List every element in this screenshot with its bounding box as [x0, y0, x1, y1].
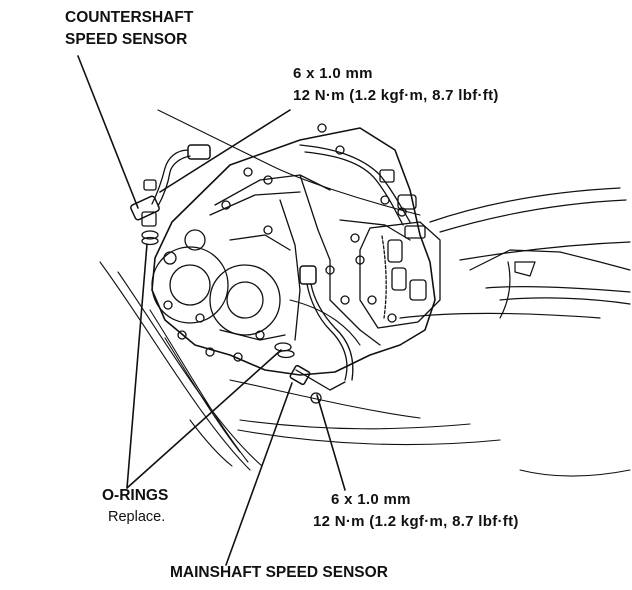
countershaft-label-line2: SPEED SENSOR [65, 31, 188, 48]
valve-body [359, 221, 441, 329]
o-rings-note: Replace. [108, 509, 166, 525]
upper-bolt-torque: 12 N·m (1.2 kgf·m, 8.7 lbf·ft) [293, 87, 499, 104]
leader-o-ring-lower [126, 349, 282, 489]
leader-o-ring-upper [126, 243, 148, 489]
lower-bolt-torque: 12 N·m (1.2 kgf·m, 8.7 lbf·ft) [313, 513, 519, 530]
lower-bolt-size: 6 x 1.0 mm [331, 491, 411, 508]
leader-countershaft [77, 55, 139, 209]
leader-mainshaft [225, 382, 293, 566]
transmission-housing [151, 123, 436, 376]
leader-lines [77, 55, 346, 566]
o-rings-label: O-RINGS [102, 487, 169, 504]
countershaft-label-line1: COUNTERSHAFT [65, 9, 194, 26]
leader-lower-bolt [316, 394, 346, 491]
engine-bay-contours [99, 109, 631, 477]
upper-bolt-size: 6 x 1.0 mm [293, 65, 373, 82]
countershaft-speed-sensor [130, 144, 211, 246]
mainshaft-speed-sensor [274, 265, 354, 404]
hydraulic-lines [299, 144, 417, 226]
leader-upper-bolt [159, 109, 291, 193]
mainshaft-label: MAINSHAFT SPEED SENSOR [170, 564, 388, 581]
vehicle-body-contours [399, 187, 631, 319]
